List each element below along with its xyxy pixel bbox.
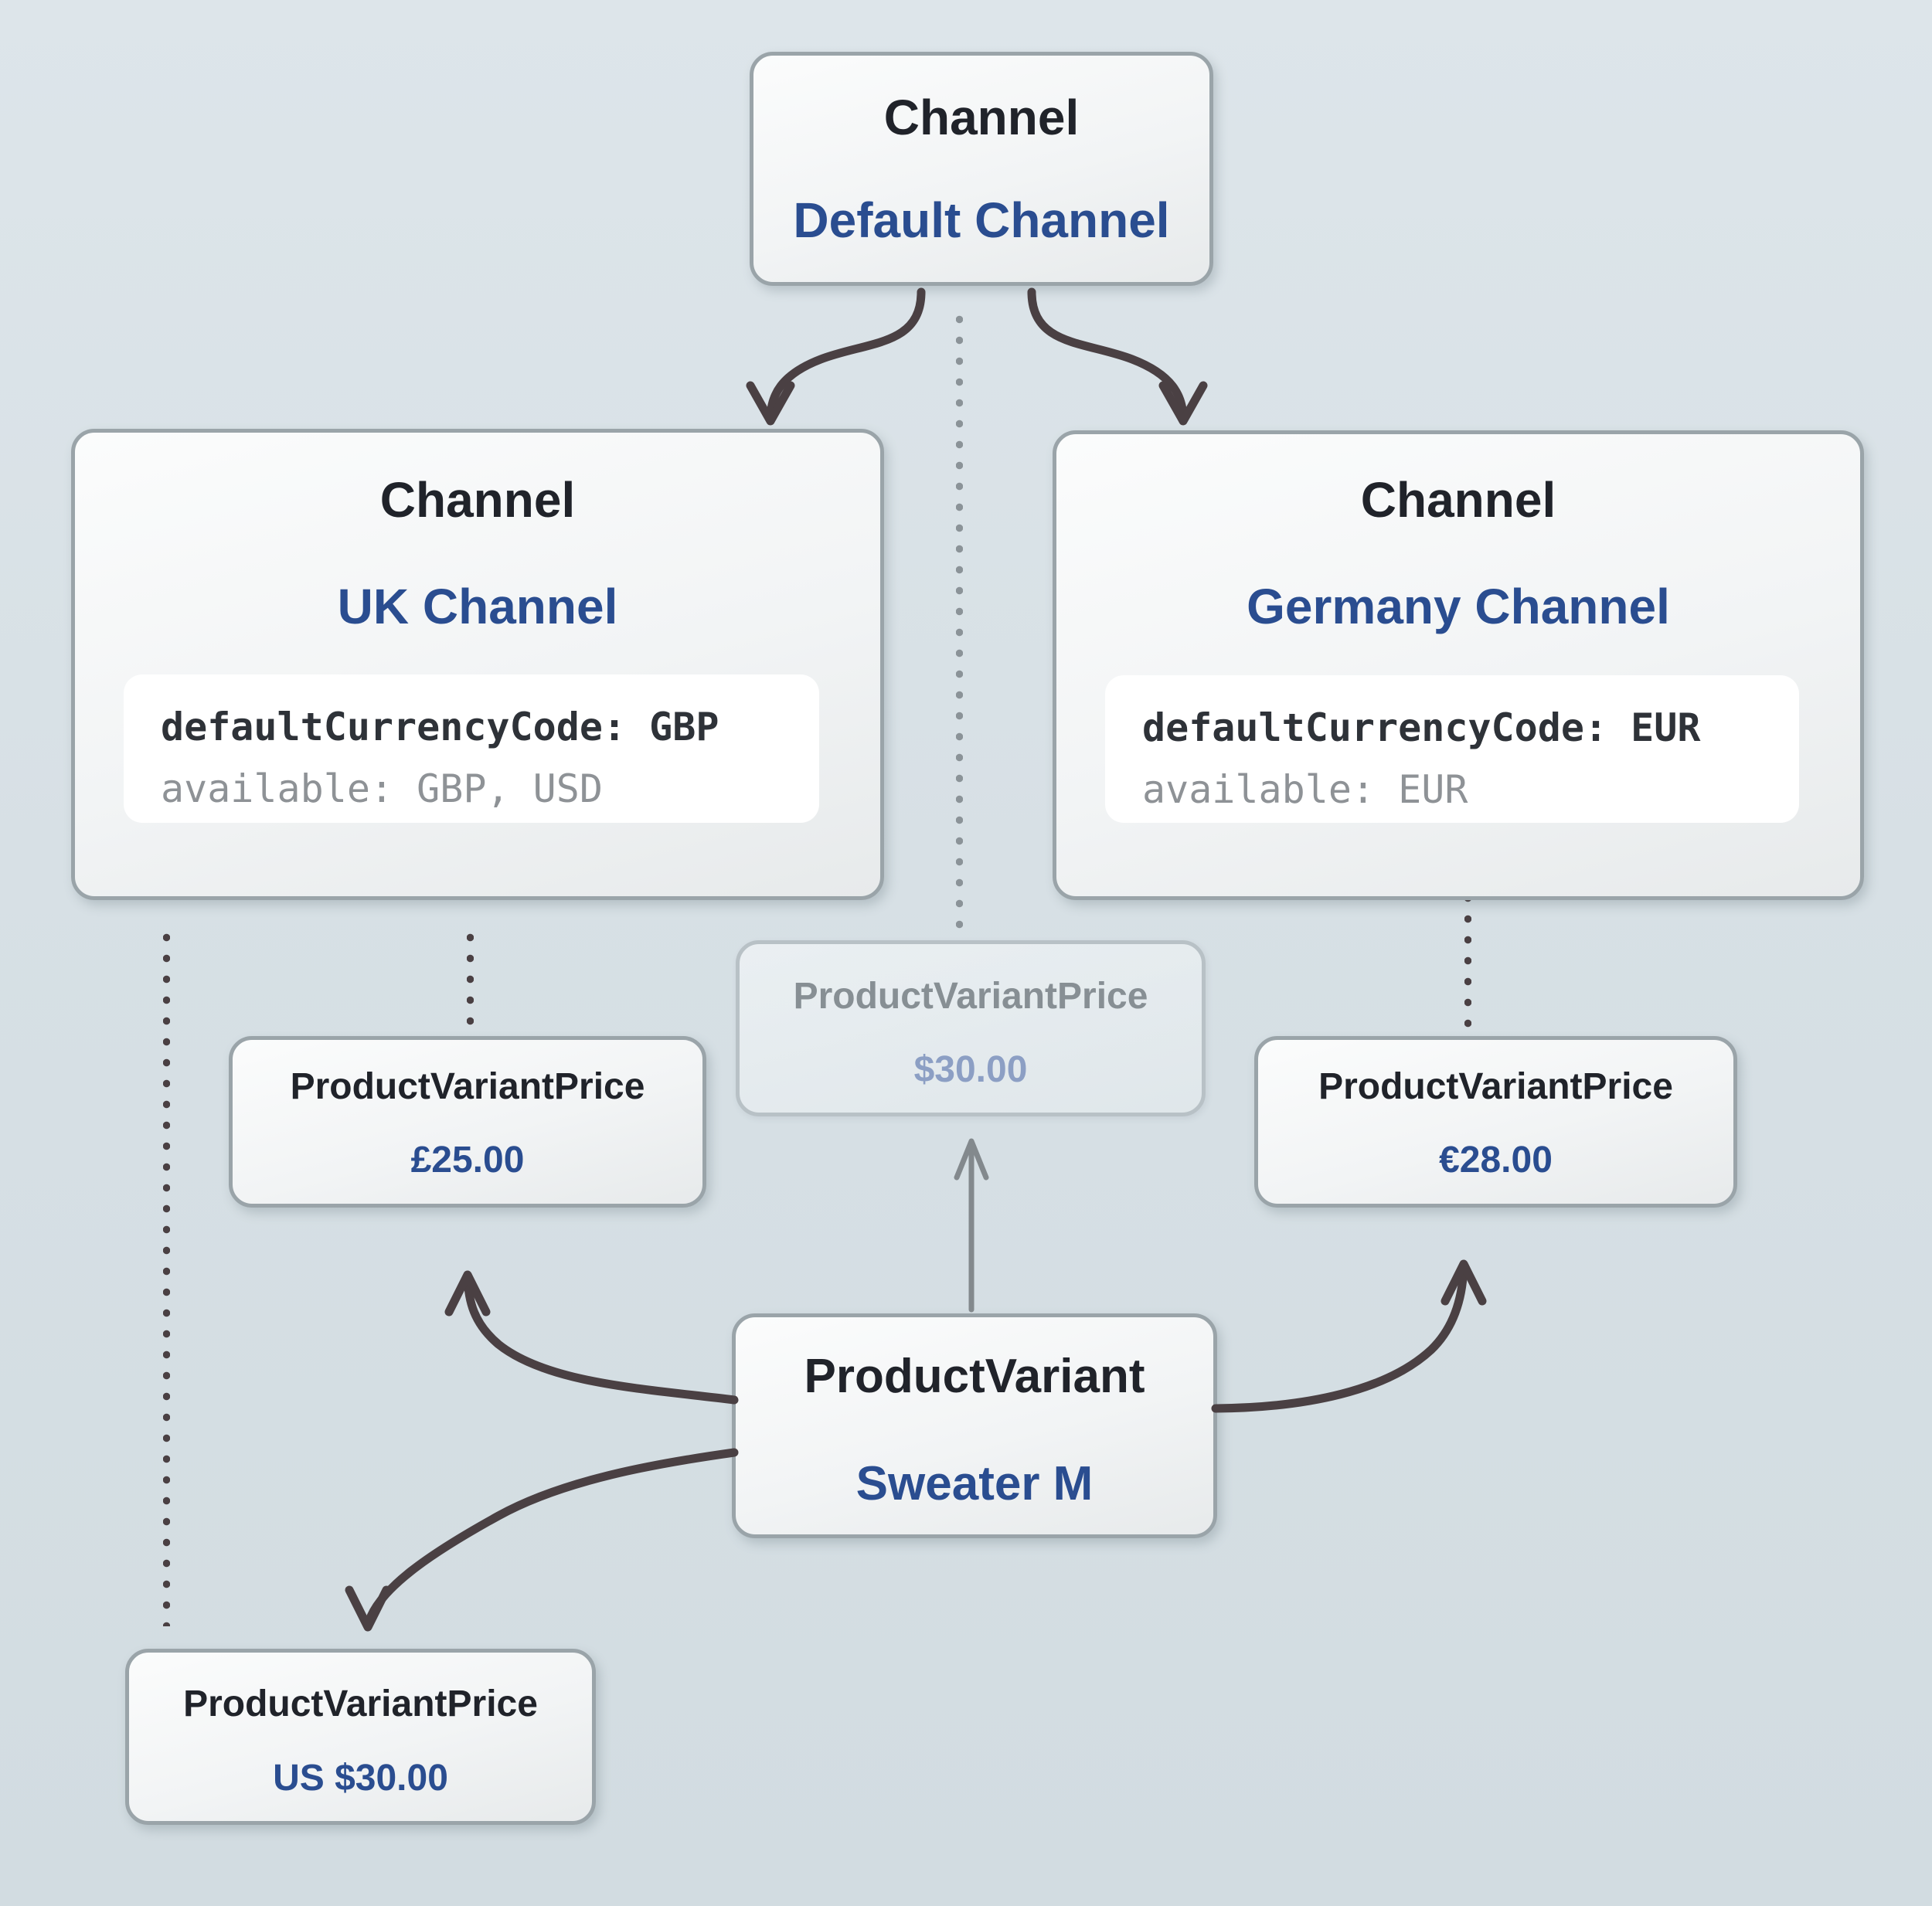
currency-code-panel: defaultCurrencyCode: GBP available: GBP,… [124,674,819,823]
dotted-line-uk-to-us-price [163,927,170,1626]
node-default-channel-price: ProductVariantPrice $30.00 [736,940,1206,1116]
node-name-label: UK Channel [337,579,618,634]
node-default-channel: Channel Default Channel [750,52,1213,286]
arrow-variant-to-germany-price [1211,1259,1487,1413]
node-type-label: Channel [883,90,1080,145]
arrow-variant-to-uk-price [444,1270,739,1405]
arrow-variant-to-default-price [954,1138,989,1313]
node-type-label: ProductVariant [804,1350,1145,1403]
dotted-line-germany-to-germany-price [1464,846,1471,1031]
node-name-label: Germany Channel [1247,579,1670,634]
node-uk-channel: Channel UK Channel defaultCurrencyCode: … [71,429,884,900]
node-germany-channel-price: ProductVariantPrice €28.00 [1254,1036,1737,1208]
arrow-variant-to-us-price [345,1448,739,1632]
dotted-line-default-to-default-price [956,309,963,936]
node-us-price: ProductVariantPrice US $30.00 [125,1649,596,1825]
node-type-label: Channel [1360,472,1556,528]
arrow-default-to-uk [746,287,926,426]
price-value: £25.00 [410,1140,525,1181]
price-value: US $30.00 [273,1758,448,1799]
price-value: €28.00 [1439,1140,1553,1181]
node-type-label: ProductVariantPrice [1318,1066,1673,1107]
available-currencies-line: available: EUR [1142,767,1468,812]
default-currency-line: defaultCurrencyCode: GBP [161,705,719,749]
node-name-label: Default Channel [793,192,1170,248]
arrow-default-to-germany [1027,287,1208,426]
dotted-line-uk-to-uk-price [467,927,474,1031]
node-uk-channel-price: ProductVariantPrice £25.00 [229,1036,706,1208]
node-product-variant: ProductVariant Sweater M [732,1313,1217,1538]
node-name-label: Sweater M [855,1457,1094,1510]
node-germany-channel: Channel Germany Channel defaultCurrencyC… [1053,430,1864,900]
available-currencies-line: available: GBP, USD [161,766,603,811]
default-currency-line: defaultCurrencyCode: EUR [1142,705,1701,750]
node-type-label: ProductVariantPrice [793,976,1148,1017]
node-type-label: ProductVariantPrice [183,1683,538,1724]
currency-code-panel: defaultCurrencyCode: EUR available: EUR [1105,675,1799,823]
node-type-label: Channel [379,472,576,528]
node-type-label: ProductVariantPrice [290,1066,645,1107]
price-value: $30.00 [913,1049,1028,1090]
